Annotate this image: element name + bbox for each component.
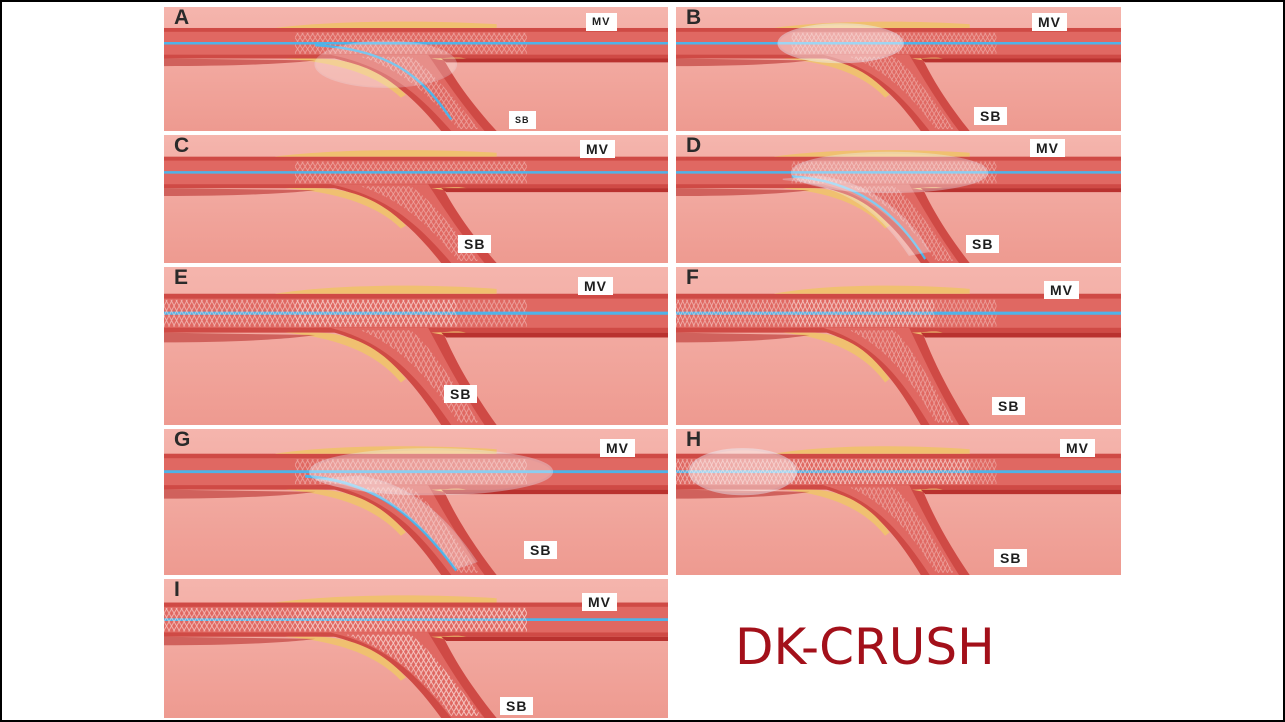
panel-c: C MV SB: [164, 135, 668, 263]
panel-e: E MV SB: [164, 267, 668, 425]
sb-label: SB: [509, 111, 536, 129]
mv-label: MV: [600, 439, 635, 457]
sb-label: SB: [444, 385, 477, 403]
mv-label: MV: [586, 13, 617, 31]
panel-letter: C: [174, 135, 189, 157]
mv-label: MV: [1032, 13, 1067, 31]
panel-h: H MV SB: [676, 429, 1121, 575]
panel-letter: G: [174, 429, 190, 451]
mv-label: MV: [1044, 281, 1079, 299]
sb-label: SB: [974, 107, 1007, 125]
panel-letter: F: [686, 267, 699, 289]
slide-title: DK-CRUSH: [735, 618, 995, 676]
panel-letter: D: [686, 135, 701, 157]
panel-letter: I: [174, 579, 180, 601]
mv-label: MV: [1030, 139, 1065, 157]
panel-letter: A: [174, 7, 189, 29]
sb-label: SB: [992, 397, 1025, 415]
vessel-illustration-g: [164, 429, 668, 575]
panel-b: B MV SB: [676, 7, 1121, 131]
sb-label: SB: [458, 235, 491, 253]
mv-label: MV: [578, 277, 613, 295]
panel-letter: H: [686, 429, 701, 451]
vessel-illustration-h: [676, 429, 1121, 575]
mv-label: MV: [580, 140, 615, 158]
panel-i: I MV SB: [164, 579, 668, 718]
panel-d: D MV SB: [676, 135, 1121, 263]
sb-label: SB: [994, 549, 1027, 567]
panel-f: F MV SB: [676, 267, 1121, 425]
mv-label: MV: [1060, 439, 1095, 457]
panel-letter: E: [174, 267, 188, 289]
sb-label: SB: [966, 235, 999, 253]
sb-label: SB: [524, 541, 557, 559]
panel-letter: B: [686, 7, 701, 29]
panel-g: G MV SB: [164, 429, 668, 575]
panel-a: A MV SB: [164, 7, 668, 131]
sb-label: SB: [500, 697, 533, 715]
mv-label: MV: [582, 593, 617, 611]
